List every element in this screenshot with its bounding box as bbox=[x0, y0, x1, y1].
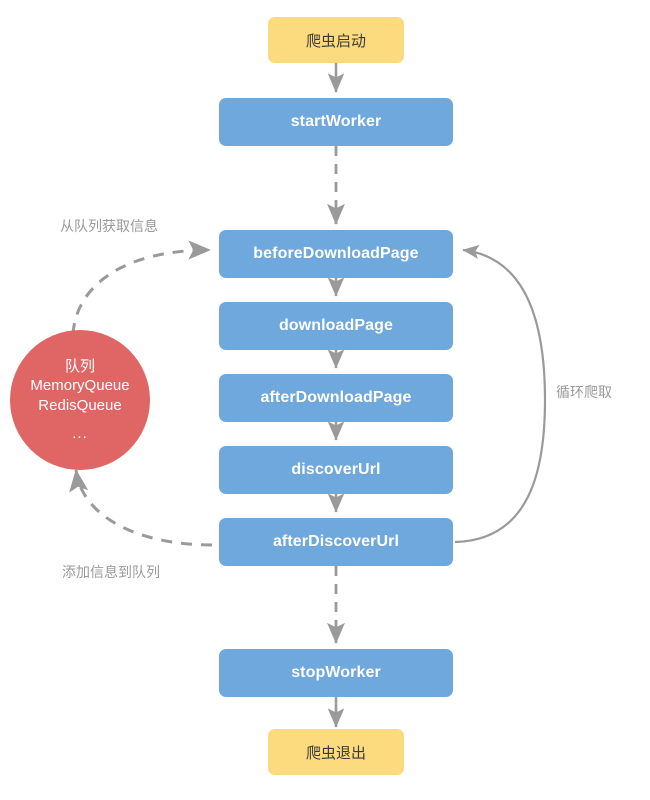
node-discover-url-label: discoverUrl bbox=[291, 461, 381, 478]
edge-afterdiscoverurl-to-queue bbox=[69, 469, 213, 547]
node-download-page[interactable]: downloadPage bbox=[219, 302, 453, 350]
node-after-discover-url[interactable]: afterDiscoverUrl bbox=[219, 518, 453, 566]
node-after-discover-url-label: afterDiscoverUrl bbox=[272, 533, 400, 550]
node-queue-line-2: MemoryQueue bbox=[30, 377, 130, 395]
edge-label-from-queue: 从队列获取信息 bbox=[60, 218, 158, 234]
edge-label-to-queue: 添加信息到队列 bbox=[62, 564, 160, 580]
node-end-label: 爬虫退出 bbox=[305, 744, 366, 762]
node-queue[interactable]: 队列 MemoryQueue RedisQueue ... bbox=[10, 330, 150, 470]
node-start-label: 爬虫启动 bbox=[305, 32, 366, 50]
node-after-download-page-label: afterDownloadPage bbox=[260, 389, 412, 406]
node-before-download-page-label: beforeDownloadPage bbox=[253, 245, 419, 262]
node-start-worker-label: startWorker bbox=[290, 113, 382, 130]
node-queue-line-3: RedisQueue bbox=[38, 396, 122, 414]
node-stop-worker-label: stopWorker bbox=[291, 664, 381, 681]
node-before-download-page[interactable]: beforeDownloadPage bbox=[219, 230, 453, 278]
node-start-worker[interactable]: startWorker bbox=[219, 98, 453, 146]
node-stop-worker[interactable]: stopWorker bbox=[219, 649, 453, 697]
node-queue-line-4: ... bbox=[72, 424, 88, 442]
edge-queue-to-beforedownloadpage bbox=[71, 240, 211, 335]
node-download-page-label: downloadPage bbox=[278, 317, 394, 334]
edge-label-loop: 循环爬取 bbox=[556, 384, 612, 400]
node-after-download-page[interactable]: afterDownloadPage bbox=[219, 374, 453, 422]
edge-loop-afterdiscoverurl-to-beforedownloadpage bbox=[454, 244, 547, 544]
node-queue-line-1: 队列 bbox=[64, 358, 95, 376]
node-discover-url[interactable]: discoverUrl bbox=[219, 446, 453, 494]
node-end[interactable]: 爬虫退出 bbox=[268, 729, 404, 775]
node-start[interactable]: 爬虫启动 bbox=[268, 17, 404, 63]
